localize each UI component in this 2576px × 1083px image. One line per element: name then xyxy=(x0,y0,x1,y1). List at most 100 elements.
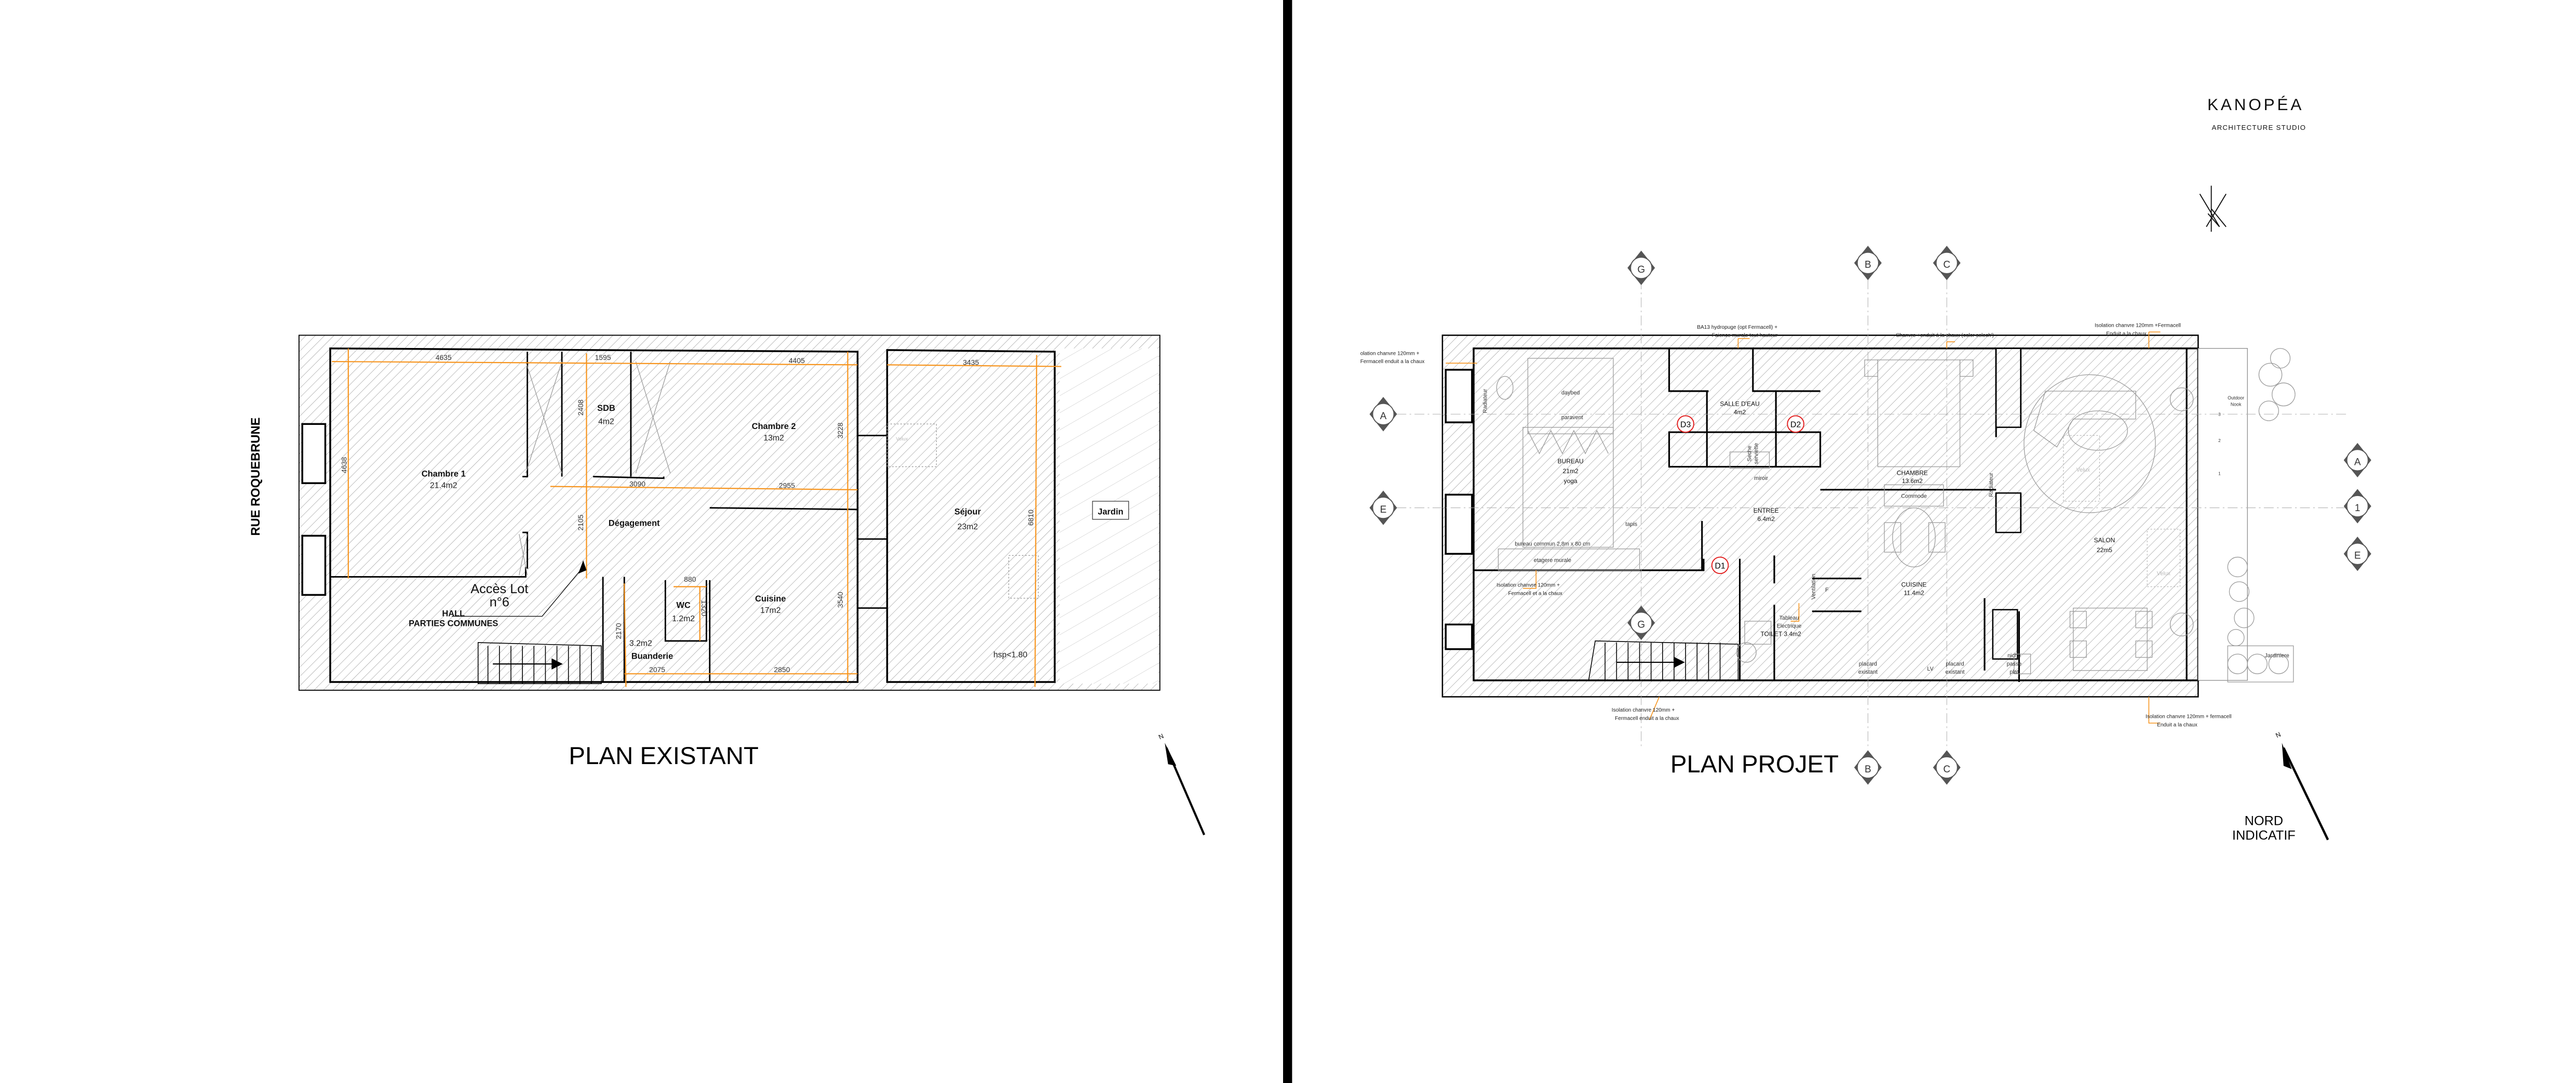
room-area: 11.4m2 xyxy=(1904,589,1924,596)
bed xyxy=(1877,359,1961,467)
room-name: SDB xyxy=(597,404,615,413)
room-area: 21.4m2 xyxy=(430,482,457,490)
furniture-label: Radiateur xyxy=(1988,473,1994,497)
room-name: TOILET 3.4m2 xyxy=(1760,630,1801,637)
section-label: C xyxy=(1943,260,1950,271)
north-label: INDICATIF xyxy=(2232,828,2296,843)
velux-label: Velux xyxy=(2076,467,2091,473)
section-marker-c-bottom: C xyxy=(1933,750,1961,785)
furniture-label: placard xyxy=(1946,661,1964,667)
dimension: 4635 xyxy=(436,353,452,362)
dimension: 3228 xyxy=(836,422,844,438)
existing-dimensions: 4635 1595 4405 3435 4638 2408 3228 3090 … xyxy=(340,353,1035,674)
note: olation chanvre 120mm + xyxy=(1360,351,1420,356)
velux-label: Velux xyxy=(2157,570,2171,577)
dimension: 1595 xyxy=(595,353,611,362)
dimension: 6810 xyxy=(1027,510,1035,526)
north-arrow-project: N NORD INDICATIF xyxy=(2232,731,2329,843)
north-arrow-existing: N xyxy=(1157,732,1206,836)
dimension: 3435 xyxy=(963,358,979,366)
room-area: 4m2 xyxy=(1734,408,1746,416)
existing-dimension-lines xyxy=(332,348,1061,687)
plan-existing-title: PLAN EXISTANT xyxy=(569,742,759,770)
furniture-label: Nook xyxy=(2231,402,2242,407)
logo-mark-icon xyxy=(2199,185,2227,232)
furniture-label: miroir xyxy=(1754,475,1768,482)
section-label: G xyxy=(1637,264,1645,275)
room-area: 4m2 xyxy=(598,417,614,426)
project-windows xyxy=(1445,369,1473,650)
section-axes xyxy=(1396,279,2350,748)
kanopea-logo: KANOPÉA ARCHITECTURE STUDIO xyxy=(2199,95,2305,232)
note: Fermacell enduit a la chaux xyxy=(1360,359,1425,365)
dimension: 880 xyxy=(684,575,696,583)
note: Isolation chanvre 120mm + xyxy=(1496,583,1560,589)
note: Fermacell et a la chaux xyxy=(1508,591,1562,596)
stairs-arrow-icon xyxy=(1674,657,1685,668)
project-furniture xyxy=(1496,348,2296,683)
dimension: 2850 xyxy=(774,665,790,674)
section-label: B xyxy=(1865,260,1871,271)
room-area: 3.2m2 xyxy=(629,639,652,648)
access-label: n°6 xyxy=(490,595,509,609)
street-windows xyxy=(301,423,327,596)
project-outer-walls xyxy=(1441,335,2199,698)
furniture-label: Ventilation xyxy=(1811,574,1817,600)
section-markers: A E A 1 E G G B C B C xyxy=(1369,246,2371,785)
furniture-label: Tableau xyxy=(1779,615,1799,621)
furniture-label: serviette xyxy=(1753,443,1759,464)
furniture-label: existant xyxy=(1946,669,1965,675)
garden-area xyxy=(2197,348,2248,681)
existing-main-interior xyxy=(329,347,859,683)
street-name: RUE ROQUEBRUNE xyxy=(249,418,263,536)
annotation-leaders xyxy=(1446,331,2161,724)
furniture-label: paravent xyxy=(1561,415,1583,421)
room-area: 13m2 xyxy=(763,434,784,443)
room-name: SALLE D'EAU xyxy=(1720,400,1759,407)
note: Fermacell enduit a la chaux xyxy=(1615,716,1679,721)
room-area: 1.2m2 xyxy=(672,614,695,623)
project-room-labels: BUREAU 21m2 yoga SALLE D'EAU 4m2 ENTREE … xyxy=(1558,400,2115,637)
room-name: WC xyxy=(676,601,691,610)
sheet-divider xyxy=(1283,0,1292,1083)
note: Enduit a la chaux xyxy=(2157,722,2197,728)
section-marker-b-bottom: B xyxy=(1854,750,1882,785)
existing-closets xyxy=(519,361,671,576)
room-name: SALON xyxy=(2094,537,2115,544)
stairs-arrow-icon xyxy=(551,658,563,670)
furniture-label: passe xyxy=(2007,661,2022,667)
project-plan: olation chanvre 120mm + Fermacell enduit… xyxy=(1360,246,2371,785)
room-area: 6.4m2 xyxy=(1757,515,1775,523)
section-label: E xyxy=(1380,504,1387,515)
room-name: Séjour xyxy=(954,507,981,516)
note: Faience murale tout hauteur xyxy=(1712,333,1778,339)
furniture-label: bureau commun 2,8m x 80 cm xyxy=(1515,541,1590,547)
existing-plan: Velux 4635 1595 4405 3435 4638 2408 3228… xyxy=(249,335,1206,836)
dimension: 2408 xyxy=(576,399,585,416)
existing-room-labels: Chambre 1 21.4m2 SDB 4m2 Chambre 2 13m2 … xyxy=(422,404,1129,661)
access-arrow-icon xyxy=(578,560,587,574)
room-name: ENTREE xyxy=(1754,507,1779,514)
furniture-label: Outdoor xyxy=(2228,395,2244,400)
project-stairs xyxy=(1588,640,1739,681)
existing-stairs xyxy=(477,642,602,684)
door-tags: D3 D2 D1 xyxy=(1677,415,1804,574)
furniture-label: Electrique xyxy=(1777,623,1802,630)
dimension: 2955 xyxy=(779,482,795,490)
note: Enduit a la chaux xyxy=(2106,331,2147,337)
section-marker-g-mid: G xyxy=(1627,605,1655,640)
existing-velux xyxy=(886,423,937,467)
step-number: 1 xyxy=(2218,471,2221,476)
dimension: 4638 xyxy=(340,457,348,473)
room-name: BUREAU xyxy=(1558,458,1584,465)
hall-label: HALL xyxy=(442,609,465,618)
room-name: CHAMBRE xyxy=(1897,469,1928,476)
door-tag-d1: D1 xyxy=(1715,562,1725,571)
section-marker-a-right: A xyxy=(2343,443,2371,478)
dimension: 2075 xyxy=(649,665,665,674)
furniture-labels: daybed paravent Radiateur Radiateur tapi… xyxy=(1482,389,2289,675)
room-name: Chambre 1 xyxy=(422,470,466,479)
furniture-label: Jardiniere xyxy=(2265,653,2289,659)
section-marker-a-left: A xyxy=(1369,397,1397,432)
